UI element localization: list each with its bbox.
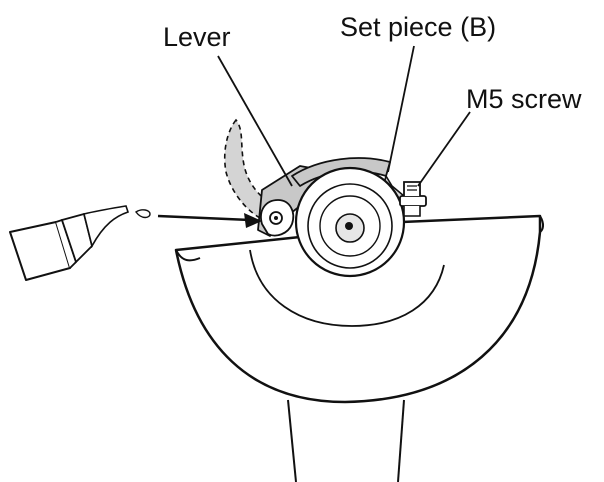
leader-lines	[217, 45, 471, 187]
m5-screw	[399, 181, 427, 217]
m5-screw-label: M5 screw	[466, 84, 582, 114]
set-piece-leader-line	[387, 45, 415, 173]
set-piece-label: Set piece (B)	[340, 12, 496, 42]
oil-can-icon	[9, 205, 151, 281]
guard-inner-arc	[249, 249, 445, 327]
wheel-guard	[174, 214, 544, 404]
lever-leader-line	[217, 55, 293, 187]
spindle-housing	[294, 166, 406, 278]
oil-drop-icon	[134, 209, 151, 219]
oil-point-arrow	[157, 213, 262, 228]
m5-screw-leader-line	[417, 111, 471, 187]
tool-body	[287, 399, 405, 482]
lever-label: Lever	[163, 22, 231, 52]
